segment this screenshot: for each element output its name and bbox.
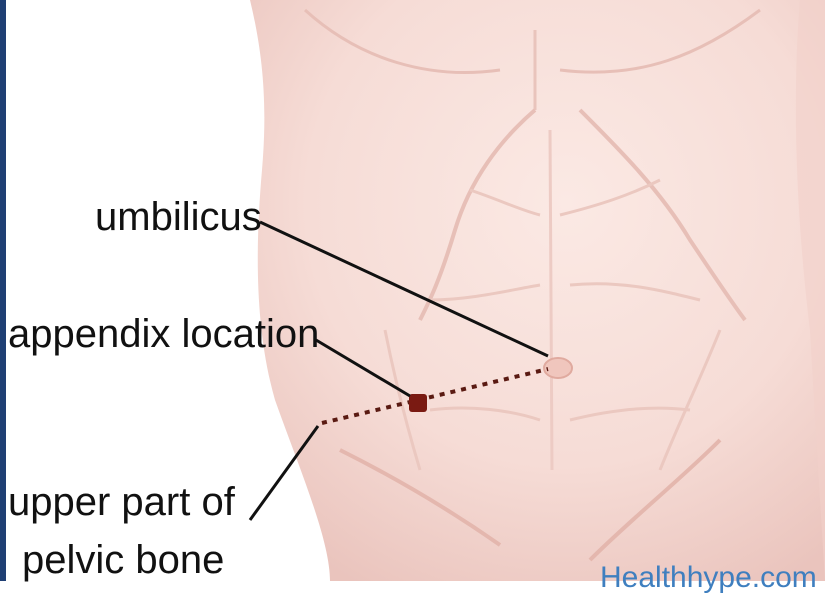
appendix-marker xyxy=(409,394,427,412)
watermark: Healthhype.com xyxy=(600,561,817,595)
umbilicus-mark xyxy=(544,358,572,378)
pelvic-bone-label-line2: pelvic bone xyxy=(22,540,224,580)
appendix-location-label: appendix location xyxy=(8,314,319,354)
frame-border xyxy=(0,0,6,581)
pelvic-bone-label-line1: upper part of xyxy=(8,482,235,522)
anatomy-diagram: umbilicus appendix location upper part o… xyxy=(0,0,825,581)
linea-alba xyxy=(550,130,552,470)
umbilicus-label: umbilicus xyxy=(95,197,262,237)
torso-body xyxy=(250,0,825,581)
